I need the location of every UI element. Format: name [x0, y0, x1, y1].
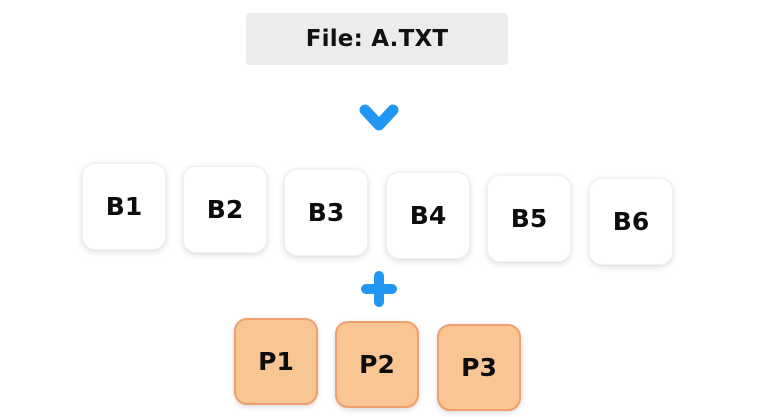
plus-icon: [358, 268, 400, 310]
parity-block-p2[interactable]: P2: [335, 321, 419, 408]
file-header-label: File: A.TXT: [305, 26, 449, 52]
data-block-label: B6: [612, 207, 650, 236]
data-block-label: B5: [510, 204, 548, 233]
data-block-b6[interactable]: B6: [589, 178, 673, 265]
data-block-b2[interactable]: B2: [183, 166, 267, 253]
parity-block-label: P2: [359, 350, 395, 379]
parity-block-p3[interactable]: P3: [437, 324, 521, 411]
data-block-label: B2: [206, 195, 244, 224]
chevron-down-icon: [355, 98, 403, 138]
parity-block-label: P3: [461, 353, 497, 382]
file-header-box: File: A.TXT: [246, 13, 508, 65]
data-block-label: B3: [307, 198, 345, 227]
data-block-label: B1: [105, 192, 143, 221]
data-block-b4[interactable]: B4: [386, 172, 470, 259]
data-block-label: B4: [409, 201, 447, 230]
data-block-b5[interactable]: B5: [487, 175, 571, 262]
parity-block-label: P1: [258, 347, 294, 376]
data-block-b3[interactable]: B3: [284, 169, 368, 256]
parity-block-p1[interactable]: P1: [234, 318, 318, 405]
data-block-b1[interactable]: B1: [82, 163, 166, 250]
